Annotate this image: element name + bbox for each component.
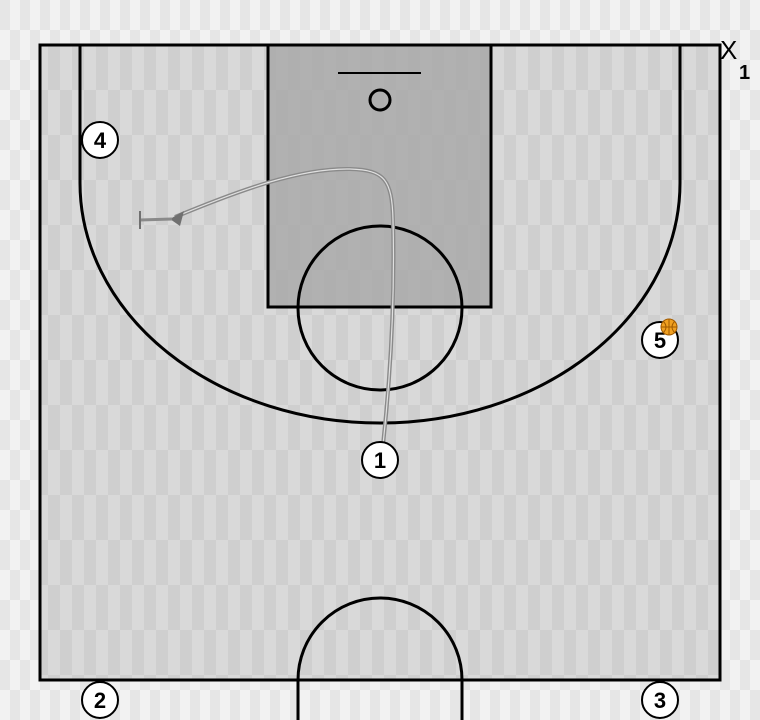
player-4: 4 bbox=[81, 121, 119, 159]
defender-1: X 1 bbox=[720, 35, 750, 84]
cut-arrow-tail bbox=[139, 217, 173, 222]
player-1: 1 bbox=[361, 441, 399, 479]
ball-icon bbox=[660, 318, 678, 336]
player-2-label: 2 bbox=[94, 688, 106, 713]
player-3-label: 3 bbox=[654, 688, 666, 713]
defender-mark: X bbox=[720, 35, 737, 65]
cut-arrow-head bbox=[170, 211, 184, 226]
rim bbox=[368, 88, 392, 112]
player-2: 2 bbox=[81, 681, 119, 719]
three-point-line bbox=[78, 45, 682, 425]
player-1-label: 1 bbox=[374, 448, 386, 473]
free-throw-circle bbox=[296, 224, 464, 392]
center-circle bbox=[296, 596, 464, 720]
player-3: 3 bbox=[641, 681, 679, 719]
player-5-label: 5 bbox=[654, 328, 666, 353]
player-4-label: 4 bbox=[94, 128, 107, 153]
defender-number: 1 bbox=[739, 62, 750, 84]
cut-path-highlight bbox=[174, 168, 395, 446]
